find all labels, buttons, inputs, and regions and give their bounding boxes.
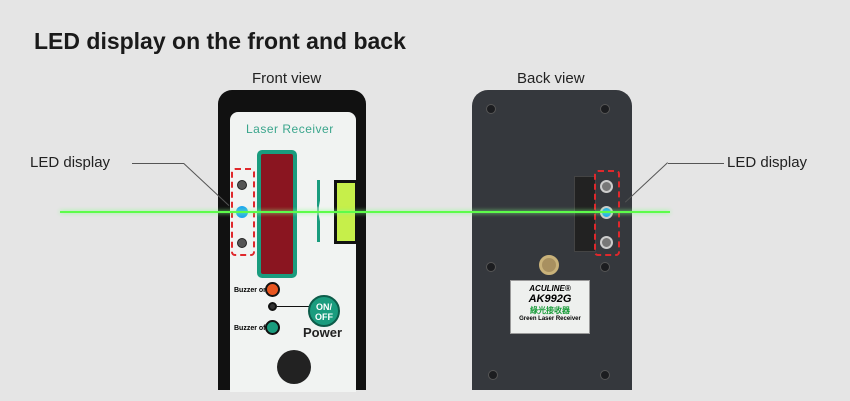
back-view-caption: Back view xyxy=(517,70,585,87)
back-led-highlight xyxy=(594,170,620,256)
brand-text: Laser Receiver xyxy=(246,122,334,136)
power-label: Power xyxy=(303,325,343,340)
screw-icon xyxy=(486,104,496,114)
screw-icon xyxy=(600,370,610,380)
speaker-icon xyxy=(277,350,311,384)
left-led-label: LED display xyxy=(30,154,111,171)
screw-icon xyxy=(600,262,610,272)
back-level-indicator xyxy=(574,176,596,252)
page-title: LED display on the front and back xyxy=(34,28,406,54)
screw-icon xyxy=(600,104,610,114)
screw-icon xyxy=(486,262,496,272)
led-up xyxy=(237,180,247,190)
laser-line xyxy=(60,211,670,213)
label-model: AK992G xyxy=(528,293,572,305)
right-led-label: LED display xyxy=(727,154,808,171)
tripod-mount xyxy=(539,255,559,275)
right-callout-line xyxy=(668,163,724,164)
power-button[interactable]: ON/ OFF xyxy=(308,295,340,327)
buzzer-led xyxy=(268,302,277,311)
label-brand: ACULINE® xyxy=(529,284,571,293)
led-down xyxy=(237,238,247,248)
front-view-caption: Front view xyxy=(252,70,322,87)
label-sub: Green Laser Receiver xyxy=(519,316,581,322)
buzzer-off-label: Buzzer off xyxy=(234,325,268,332)
connector-line xyxy=(277,306,311,307)
left-callout-line xyxy=(132,163,184,164)
label-chinese: 綠光接收器 xyxy=(530,306,570,315)
screw-icon xyxy=(488,370,498,380)
buzzer-on-indicator xyxy=(265,282,280,297)
red-window xyxy=(257,150,297,278)
buzzer-on-label: Buzzer on xyxy=(234,287,268,294)
back-led-down xyxy=(600,236,613,249)
buzzer-off-indicator xyxy=(265,320,280,335)
back-led-up xyxy=(600,180,613,193)
back-label: ACULINE® AK992G 綠光接收器 Green Laser Receiv… xyxy=(510,280,590,334)
